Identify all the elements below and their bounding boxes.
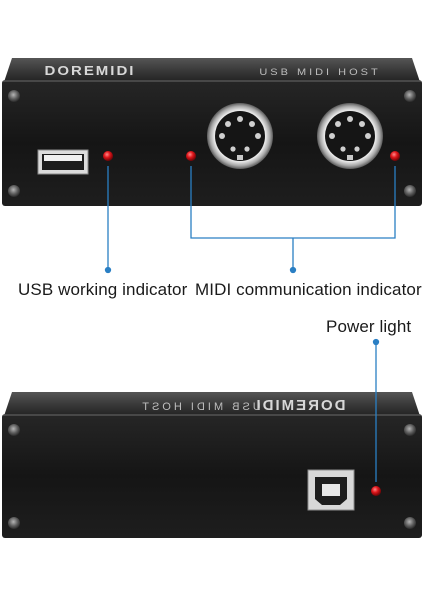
screw-icon <box>8 90 20 102</box>
usb-a-port-icon <box>37 149 89 175</box>
callout-lines-top <box>104 166 396 274</box>
bottom-device-model: USB MIDI HOST <box>139 401 261 413</box>
usb-indicator-led-icon <box>103 151 113 161</box>
callout-line-power <box>372 338 380 482</box>
top-device: DOREMIDI USB MIDI HOST <box>2 58 422 206</box>
midi-din-port-icon <box>207 103 273 169</box>
top-device-brand: DOREMIDI <box>45 63 136 78</box>
bottom-device-front-face <box>2 414 422 538</box>
power-led-icon <box>371 486 381 496</box>
bottom-device-top-face <box>4 392 420 416</box>
top-device-top-face <box>4 58 420 82</box>
midi-out-led-icon <box>390 151 400 161</box>
screw-icon <box>8 185 20 197</box>
screw-icon <box>404 90 416 102</box>
screw-icon <box>8 424 20 436</box>
usb-indicator-label: USB working indicator <box>18 280 188 299</box>
screw-icon <box>404 517 416 529</box>
midi-din-port-icon <box>317 103 383 169</box>
power-light-label: Power light <box>326 317 412 336</box>
top-device-model: USB MIDI HOST <box>259 67 380 77</box>
midi-in-led-icon <box>186 151 196 161</box>
screw-icon <box>404 424 416 436</box>
usb-b-port-icon <box>307 469 355 511</box>
bottom-device-brand: DOREMIDI <box>255 397 346 414</box>
midi-indicator-label: MIDI communication indicator <box>195 280 422 299</box>
bottom-device: DOREMIDI USB MIDI HOST <box>2 392 422 538</box>
screw-icon <box>8 517 20 529</box>
screw-icon <box>404 185 416 197</box>
